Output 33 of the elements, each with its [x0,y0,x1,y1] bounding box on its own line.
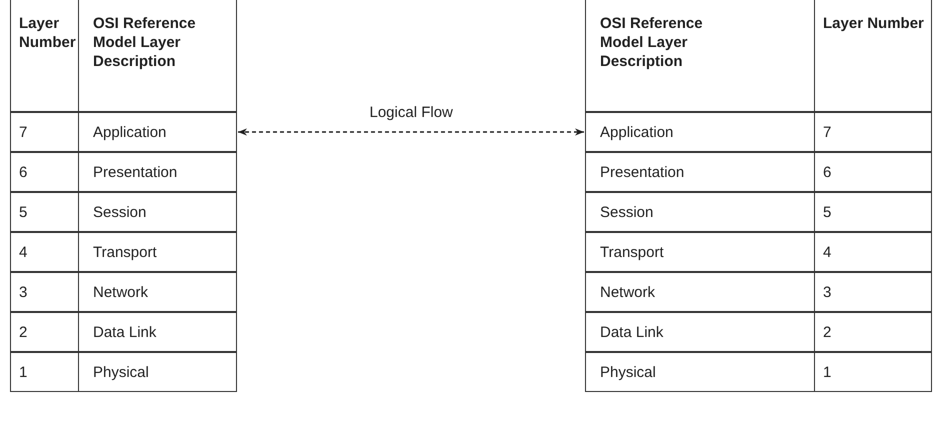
table-cell: Application [78,112,237,152]
table-cell: Session [78,192,237,232]
table-cell: Data Link [78,312,237,352]
table-cell: Presentation [78,152,237,192]
table-cell: Data Link [585,312,815,352]
table-cell: Transport [78,232,237,272]
dashed-arrow [238,128,584,136]
table-cell: 1 [815,352,932,392]
table-cell: 4 [10,232,78,272]
table-cell: 6 [10,152,78,192]
table-cell: 5 [815,192,932,232]
column-header: OSI Reference Model Layer Description [78,0,237,112]
table-cell: 2 [10,312,78,352]
table-cell: Physical [78,352,237,392]
table-cell: 3 [815,272,932,312]
column-header: Layer Number [815,0,932,112]
table-cell: Network [78,272,237,312]
table-cell: 7 [815,112,932,152]
table-cell: Session [585,192,815,232]
table-cell: 1 [10,352,78,392]
table-cell: 7 [10,112,78,152]
table-cell: 6 [815,152,932,192]
table-cell: Transport [585,232,815,272]
column-header: Layer Number [10,0,78,112]
table-cell: Presentation [585,152,815,192]
table-cell: 5 [10,192,78,232]
column-header: OSI Reference Model Layer Description [585,0,815,112]
table-cell: Application [585,112,815,152]
table-cell: 3 [10,272,78,312]
table-cell: 2 [815,312,932,352]
table-cell: 4 [815,232,932,272]
table-cell: Network [585,272,815,312]
table-cell: Physical [585,352,815,392]
